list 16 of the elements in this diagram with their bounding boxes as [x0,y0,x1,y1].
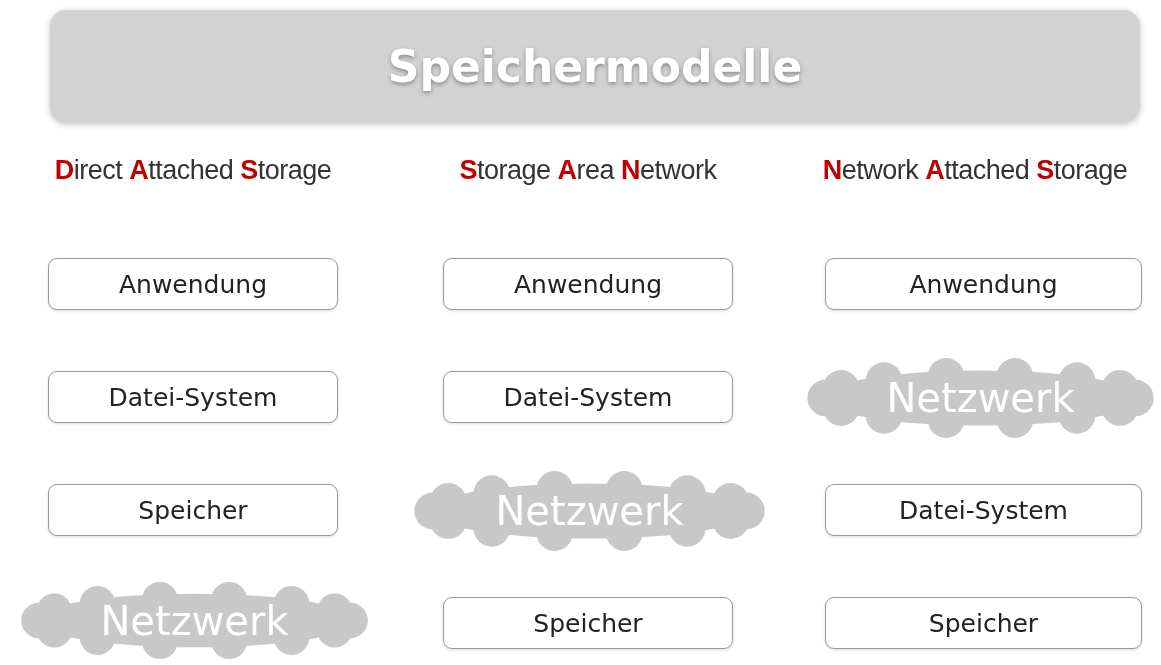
layer-box: Speicher [825,597,1142,649]
layer-box: Datei-System [825,484,1142,536]
network-label: Netzwerk [886,375,1075,421]
title-banner: Speichermodelle [50,10,1140,122]
layer-box: Anwendung [825,258,1142,310]
layer-box: Anwendung [48,258,338,310]
column-heading: Direct Attached Storage [54,155,332,186]
layer-box: Anwendung [443,258,733,310]
column-heading: Storage Area Network [459,155,717,186]
network-label: Netzwerk [100,597,289,644]
network-label: Netzwerk [495,488,684,534]
column-heading: Network Attached Storage [822,155,1128,186]
layer-box: Speicher [443,597,733,649]
layer-box: Speicher [48,484,338,536]
layer-box: Datei-System [443,371,733,423]
layer-box: Datei-System [48,371,338,423]
